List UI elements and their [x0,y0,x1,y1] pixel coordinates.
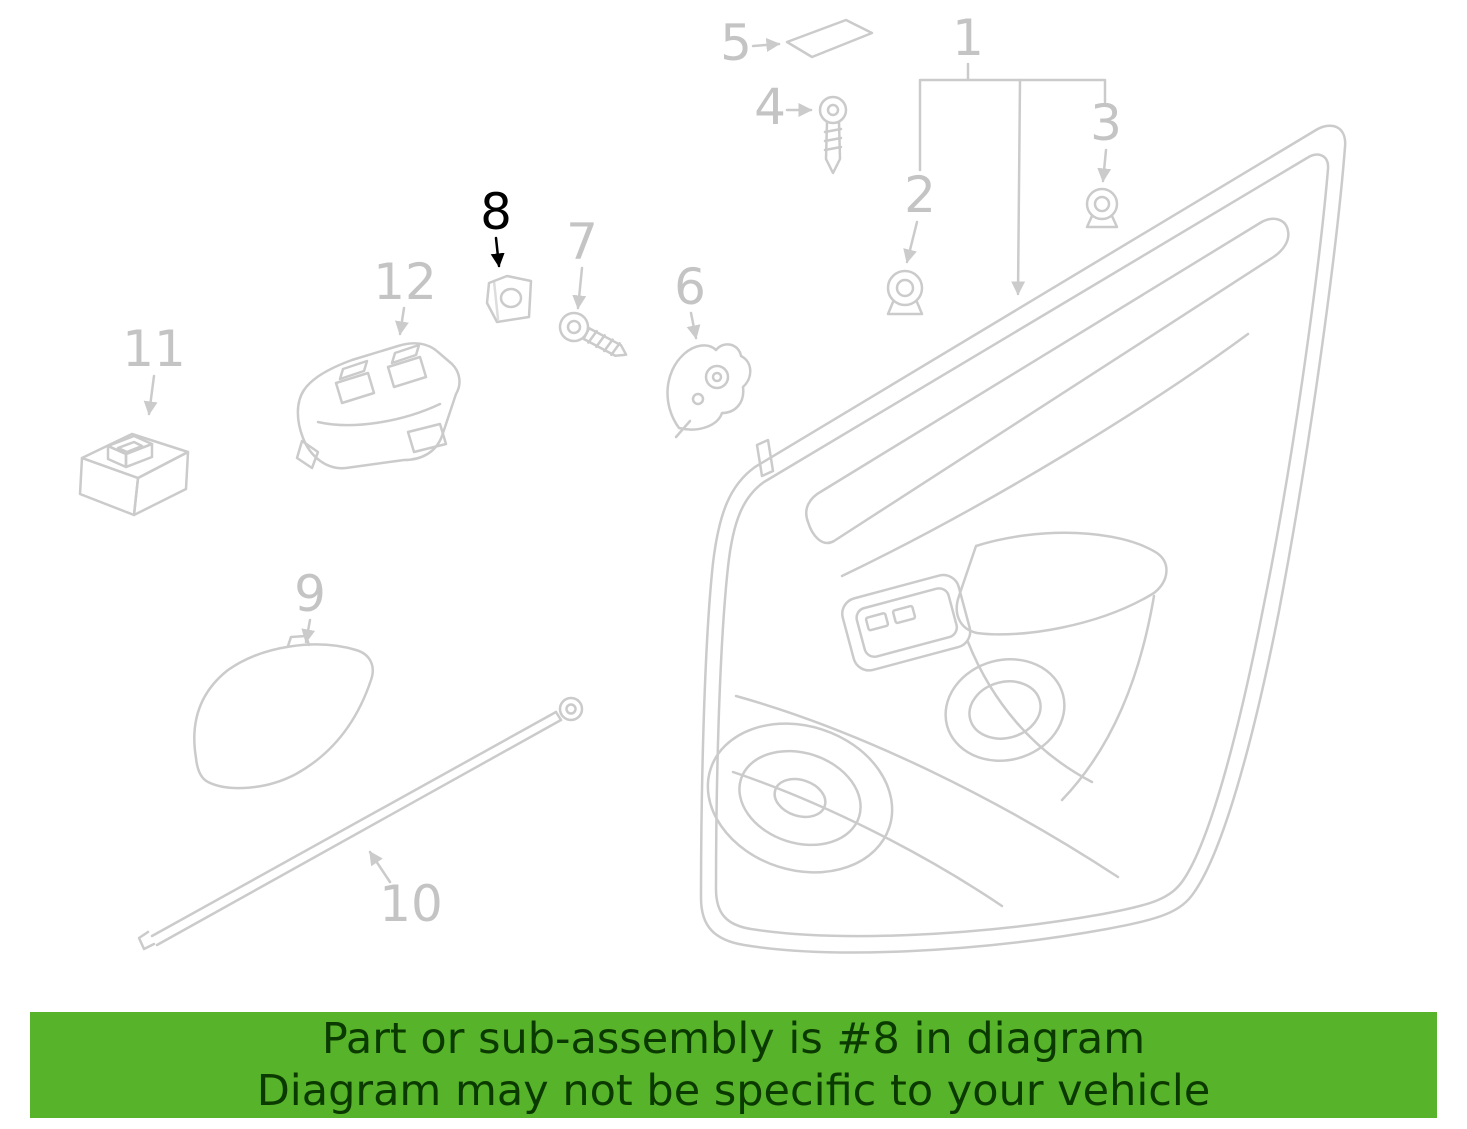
banner-line-1: Part or sub-assembly is #8 in diagram [321,1013,1146,1064]
part-11-window-switch [78,432,190,517]
leader-5-arrow [751,37,781,52]
part-3-clip [1085,187,1119,229]
banner-line-2: Diagram may not be specific to your vehi… [256,1065,1211,1116]
part-2-clip [886,269,924,316]
part-9-pocket-trim [193,634,374,790]
leader-11-arrow [143,374,158,416]
part-7-screw [558,311,628,358]
part-5-pad [785,18,874,59]
callout-3: 3 [1090,94,1122,152]
callout-4: 4 [754,78,786,136]
callout-10: 10 [379,875,443,933]
leader-7-arrow [572,266,587,310]
leader-3-arrow [1097,148,1112,183]
door-handle-recess [944,658,1066,762]
callout-2: 2 [904,166,936,224]
callout-11: 11 [122,320,186,378]
door-trim-panel [699,124,1347,954]
leader-6-arrow [686,311,701,340]
part-4-screw [818,95,848,175]
part-12-switch-assembly [295,342,461,470]
callout-7: 7 [566,213,598,271]
callout-12: 12 [373,253,437,311]
callout-6: 6 [674,258,706,316]
leader-8-arrow [490,236,505,268]
callout-9: 9 [294,565,326,623]
callout-5: 5 [720,14,752,72]
notice-banner: Part or sub-assembly is #8 in diagram Di… [30,1012,1437,1118]
part-8-highlighted-clip [485,274,533,324]
callout-1: 1 [952,9,984,67]
leader-1-arrow [1011,78,1026,296]
leader-10-arrow [368,850,392,884]
door-pull-cup [841,573,972,672]
leader-9-arrow [301,618,316,644]
part-6-bracket [666,343,752,439]
callout-8-highlighted: 8 [480,183,512,241]
leader-12-arrow [394,306,409,336]
leader-2-arrow [903,220,919,264]
leader-1-bracket [918,62,1107,172]
speaker-grille [706,722,894,874]
part-10-weatherstrip [137,696,584,951]
